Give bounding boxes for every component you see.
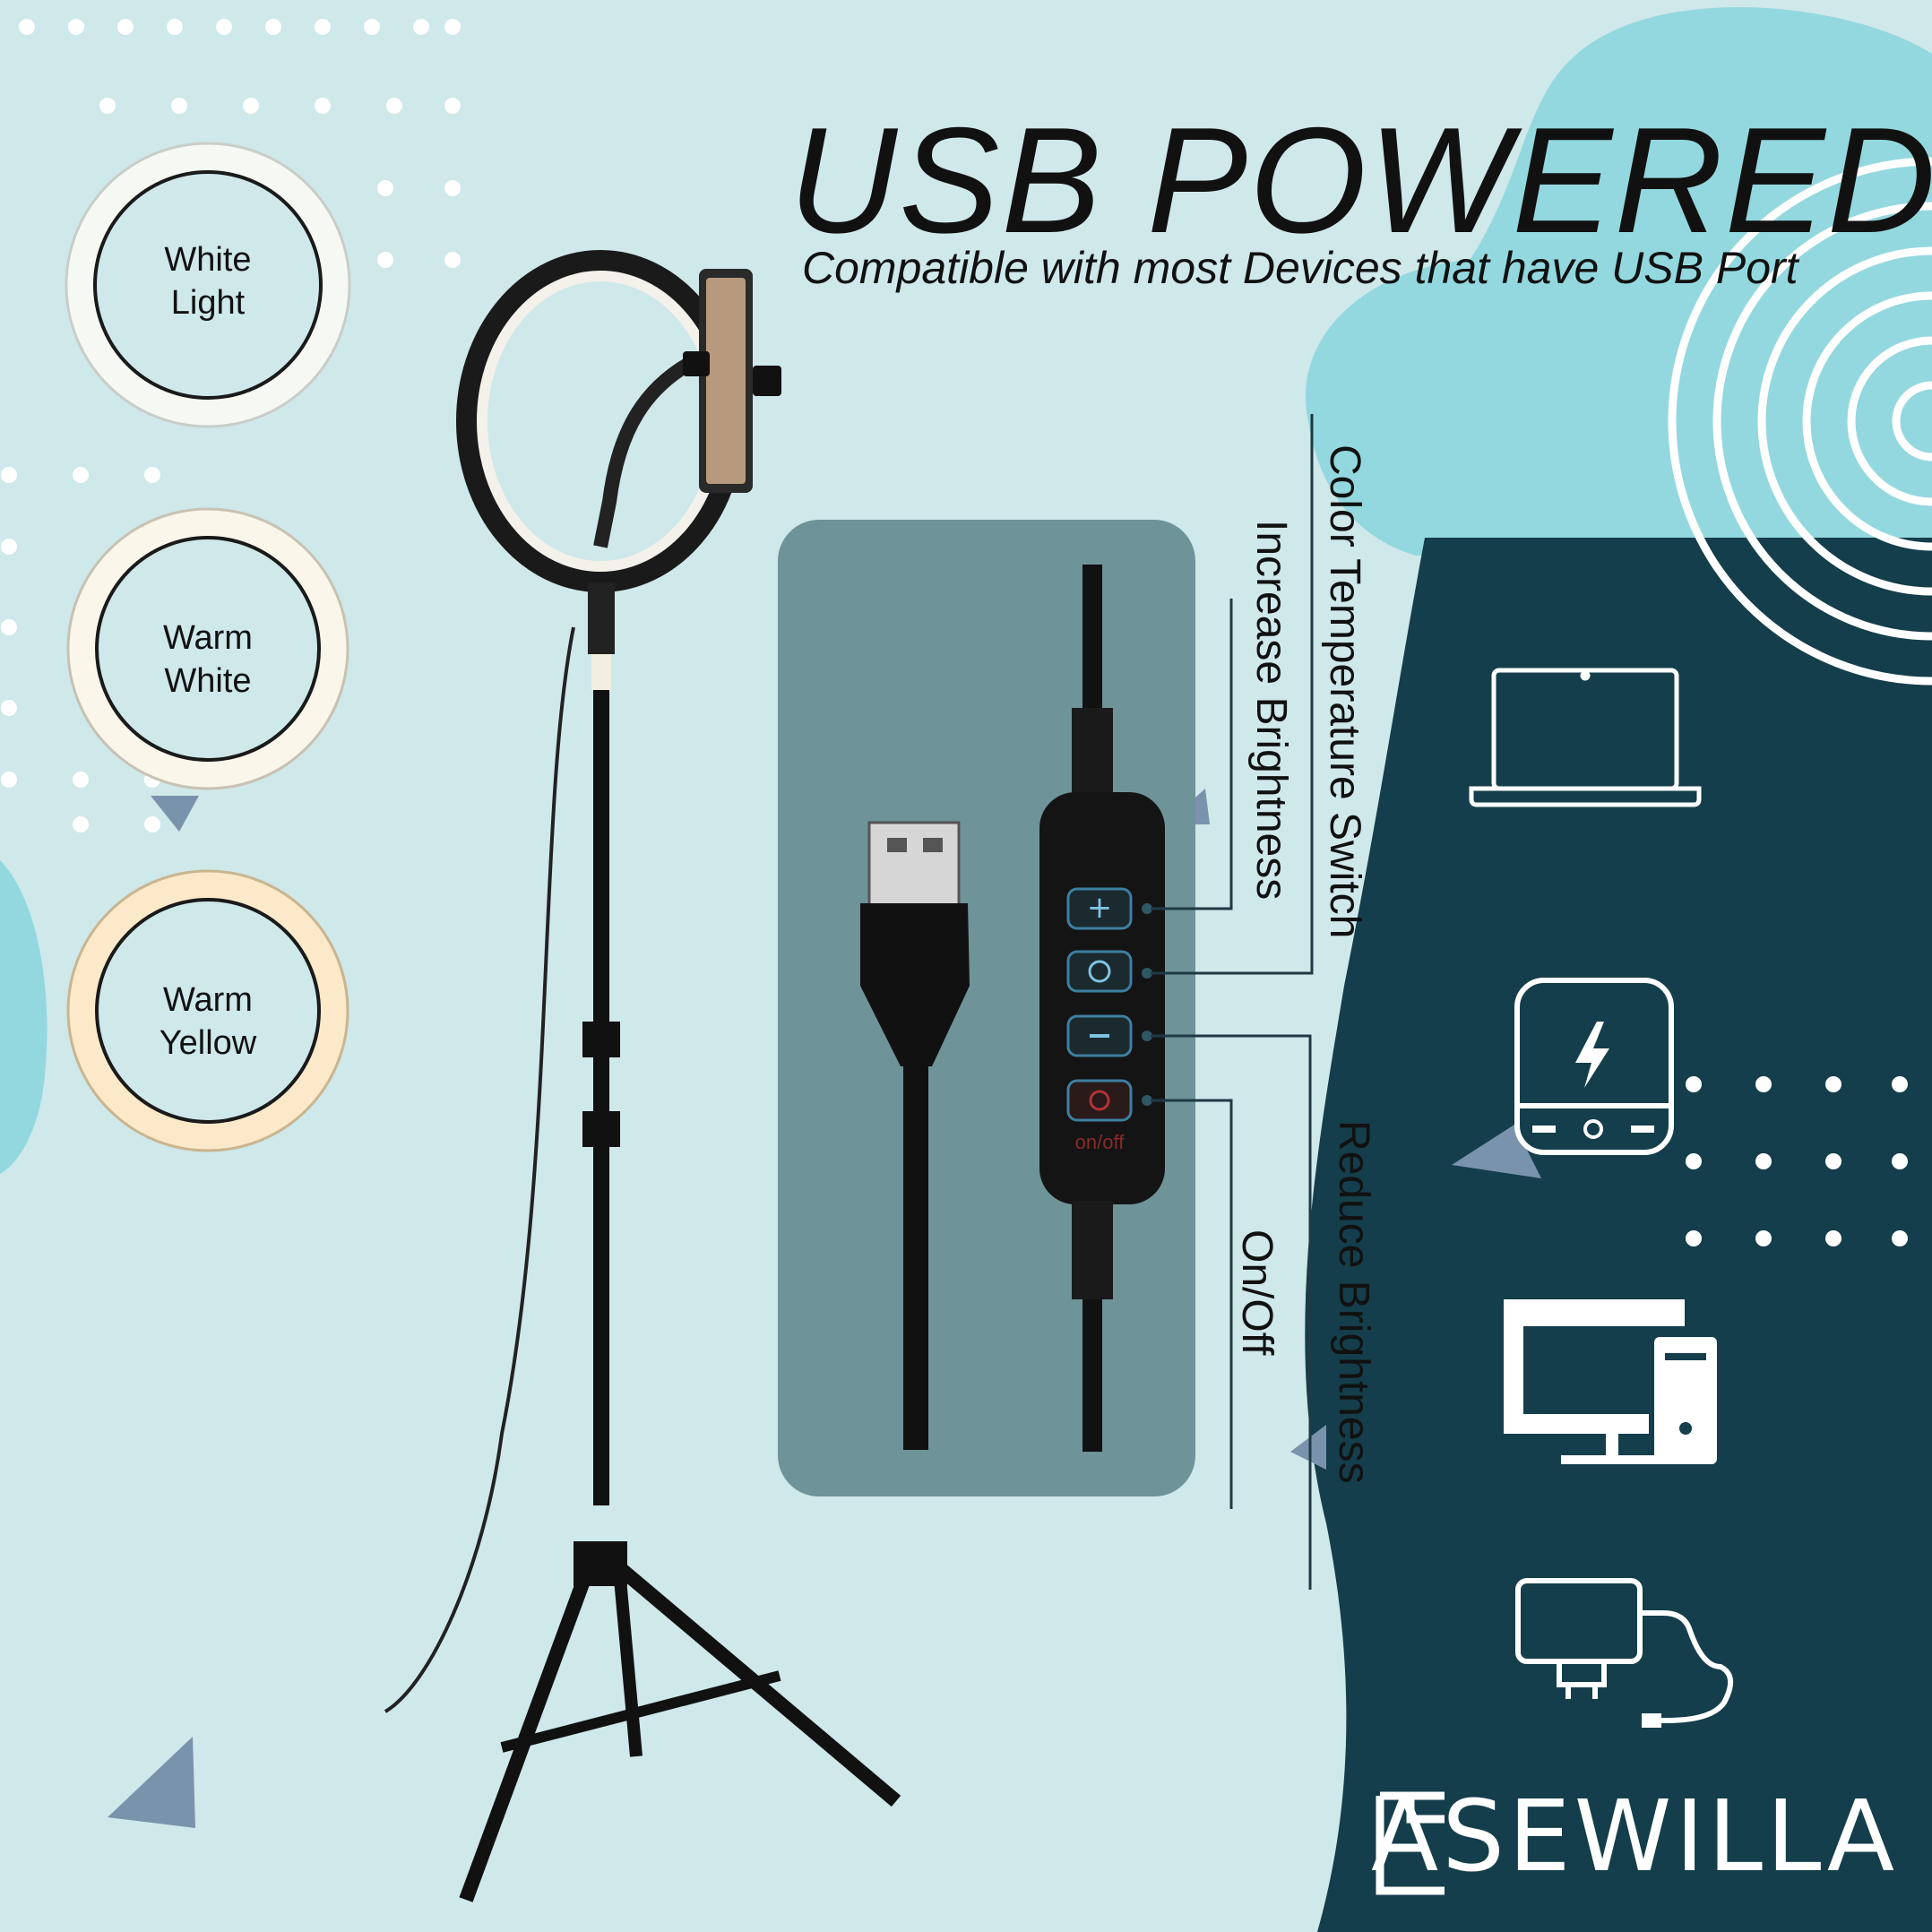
headline: USB POWERED xyxy=(789,96,1932,264)
increase-brightness-button[interactable] xyxy=(1066,887,1133,930)
ring-warm-white xyxy=(66,507,349,790)
svg-text:+: + xyxy=(1087,890,1113,926)
power-bank-icon xyxy=(1514,978,1674,1155)
ring-white-light xyxy=(65,142,351,428)
brand-name: ASEWILLA xyxy=(1371,1779,1899,1893)
power-button-text: on/off xyxy=(1075,1131,1126,1153)
ring-light-tripod xyxy=(384,250,901,1902)
inline-controller: + on/off xyxy=(1039,565,1165,1452)
light-mode-line1: Warm xyxy=(163,981,253,1019)
power-button[interactable] xyxy=(1066,1079,1133,1122)
light-mode-warm-yellow-label: Warm Yellow xyxy=(105,979,311,1065)
charger-adapter-icon xyxy=(1515,1578,1733,1728)
callout-lines xyxy=(1151,414,1314,1590)
concentric-rings-decoration xyxy=(1668,157,1932,686)
dot-pattern xyxy=(1,19,1908,1246)
light-mode-warm-white-label: Warm White xyxy=(105,617,311,703)
light-mode-line1: Warm xyxy=(163,619,253,657)
reduce-brightness-label: Reduce Brightness xyxy=(1330,1120,1377,1484)
on-off-label: On/Off xyxy=(1233,1229,1281,1356)
ring-warm-yellow xyxy=(66,869,349,1152)
decorative-blob-left xyxy=(0,860,47,1174)
brand-logo-mark xyxy=(1376,1791,1445,1895)
dark-panel xyxy=(1305,538,1932,1932)
color-temperature-button[interactable] xyxy=(1066,950,1133,993)
laptop-icon xyxy=(1469,668,1702,807)
light-mode-line2: Yellow xyxy=(159,1024,257,1062)
decorative-blob xyxy=(1305,7,1932,574)
usb-plug xyxy=(860,821,970,1450)
subheadline: Compatible with most Devices that have U… xyxy=(802,243,1798,293)
increase-brightness-label: Increase Brightness xyxy=(1247,520,1295,901)
light-mode-white-light-label: White Light xyxy=(105,238,311,324)
desktop-computer-icon xyxy=(1504,1299,1717,1464)
color-temperature-switch-label: Color Temperature Switch xyxy=(1321,444,1368,939)
light-mode-line2: Light xyxy=(170,284,246,322)
light-mode-line1: White xyxy=(164,241,252,279)
light-mode-line2: White xyxy=(164,662,252,700)
